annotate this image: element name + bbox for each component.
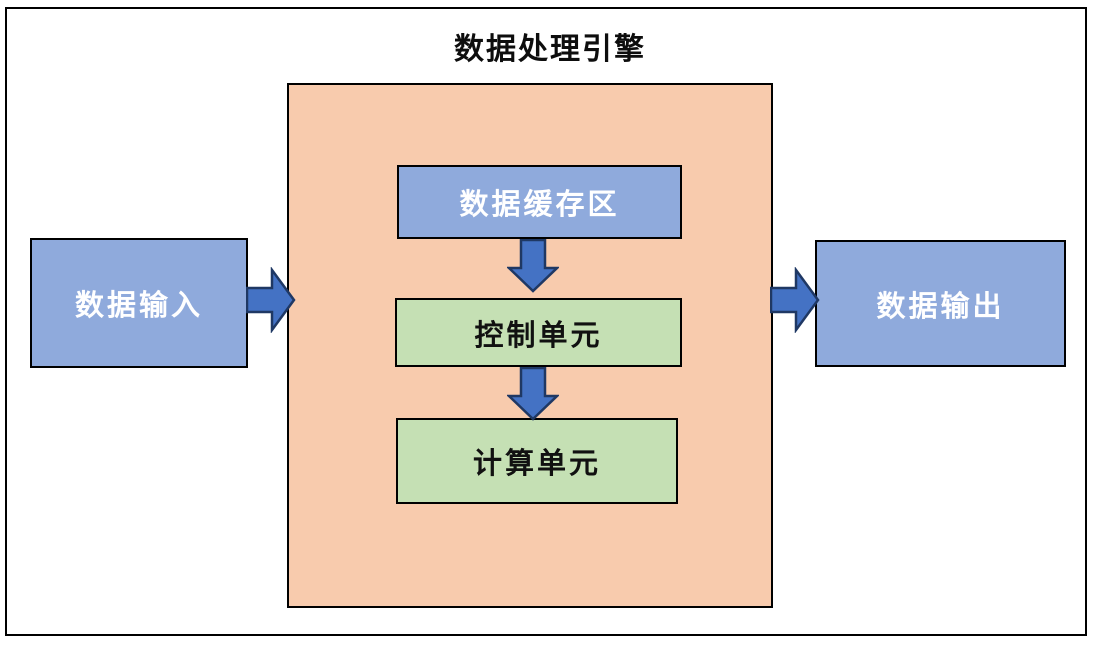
node-data-input: 数据输入 bbox=[30, 238, 248, 368]
node-control-unit-label: 控制单元 bbox=[474, 319, 603, 352]
node-compute-unit-label: 计算单元 bbox=[472, 448, 601, 480]
arrow-down-icon bbox=[507, 239, 559, 293]
arrow-down-icon bbox=[507, 367, 559, 421]
arrow-right-icon bbox=[770, 267, 820, 333]
node-data-output: 数据输出 bbox=[815, 240, 1066, 367]
outer-frame bbox=[5, 7, 1087, 636]
node-data-output-label: 数据输出 bbox=[876, 290, 1005, 323]
node-data-buffer: 数据缓存区 bbox=[397, 165, 682, 239]
diagram-title: 数据处理引擎 bbox=[454, 33, 646, 66]
node-compute-unit: 计算单元 bbox=[396, 418, 678, 504]
arrow-right-icon bbox=[246, 267, 296, 333]
node-data-input-label: 数据输入 bbox=[74, 290, 203, 322]
node-data-buffer-label: 数据缓存区 bbox=[459, 189, 620, 221]
node-control-unit: 控制单元 bbox=[395, 298, 682, 367]
